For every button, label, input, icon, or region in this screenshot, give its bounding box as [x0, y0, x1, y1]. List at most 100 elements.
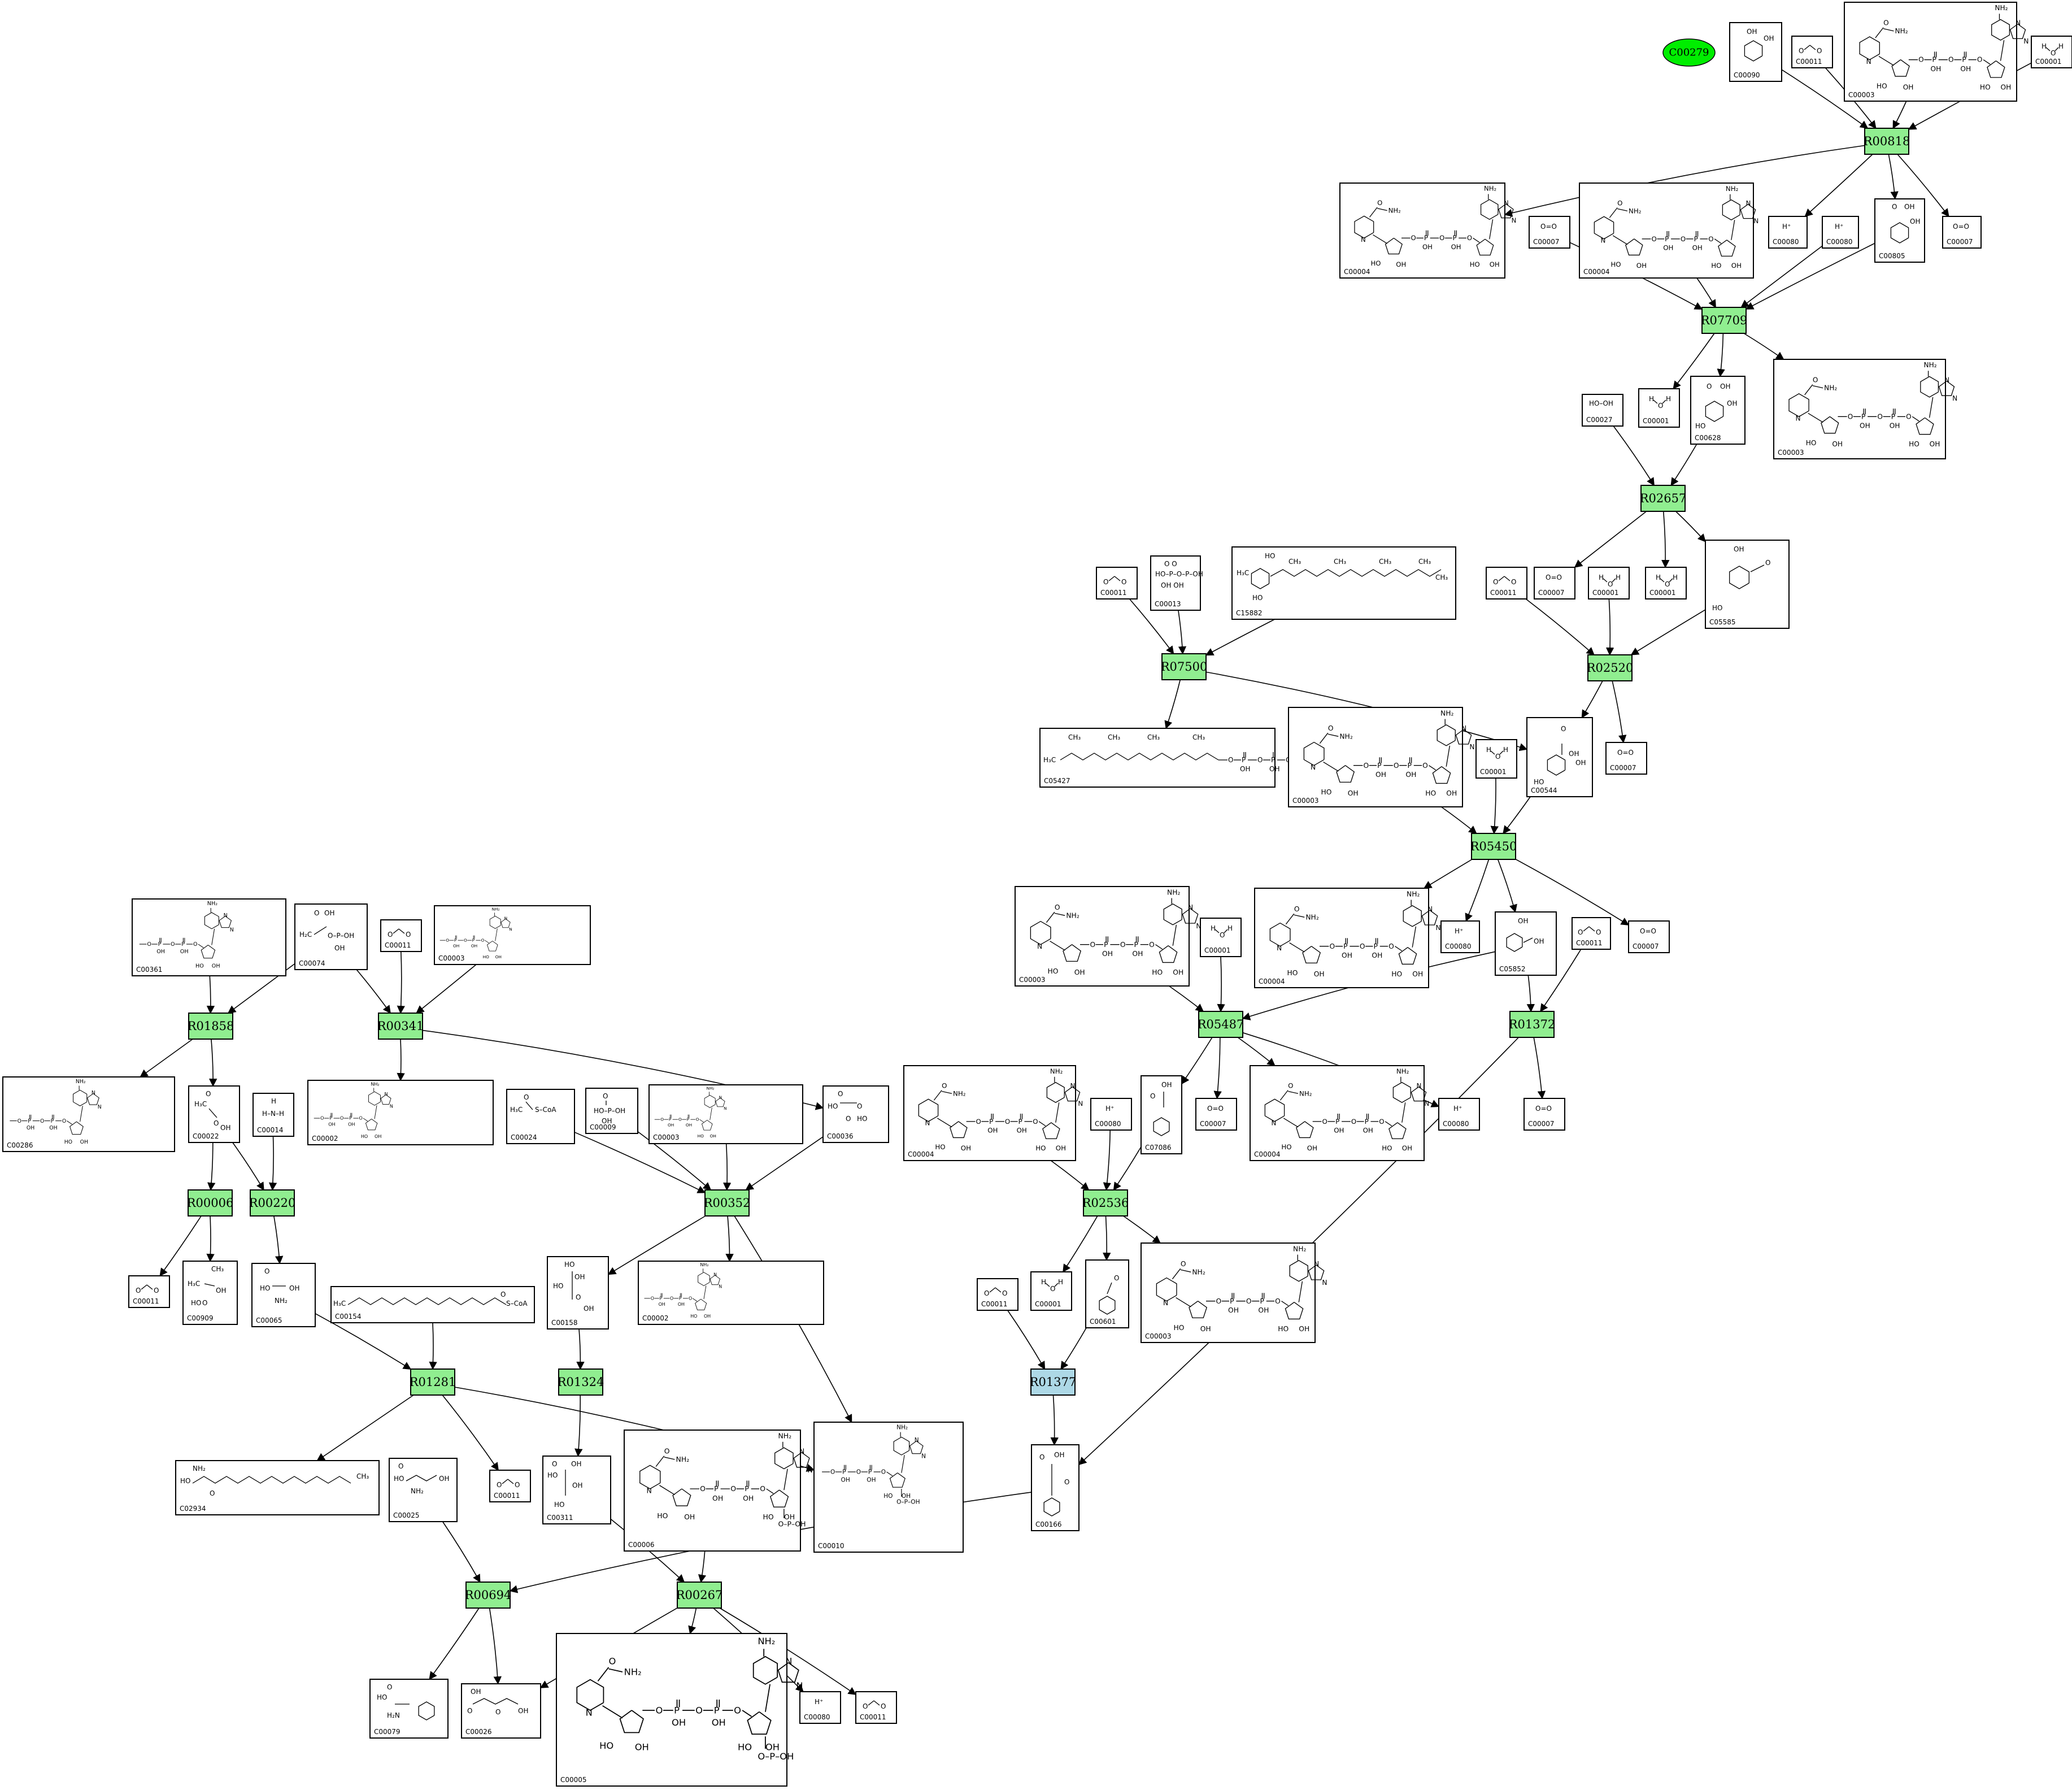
- svg-text:O: O: [446, 938, 449, 943]
- reaction-node-R00267[interactable]: R00267: [676, 1582, 723, 1609]
- compound-node-C00080[interactable]: H⁺C00080: [1440, 920, 1480, 953]
- reaction-node-R07709[interactable]: R07709: [1701, 307, 1748, 334]
- reaction-node-R01372[interactable]: R01372: [1509, 1011, 1556, 1038]
- reaction-node-R01281[interactable]: R01281: [410, 1368, 456, 1396]
- svg-text:N: N: [915, 1437, 919, 1444]
- compound-node-C00080[interactable]: H⁺C00080: [1822, 216, 1859, 249]
- reaction-label: R01281: [410, 1375, 456, 1389]
- compound-node-C00080[interactable]: H⁺C00080: [799, 1691, 841, 1724]
- compound-node-C00080[interactable]: H⁺C00080: [1438, 1098, 1480, 1131]
- reaction-node-R01377[interactable]: R01377: [1030, 1368, 1077, 1396]
- reaction-node-R02520[interactable]: R02520: [1587, 654, 1634, 681]
- reaction-node-R01858[interactable]: R01858: [188, 1013, 234, 1040]
- reaction-node-R00006[interactable]: R00006: [187, 1189, 234, 1216]
- reaction-node-R00352[interactable]: R00352: [704, 1189, 751, 1216]
- compound-node-C05427[interactable]: H₃CCH₃CH₃CH₃CH₃OPOHOPOHOC05427: [1039, 728, 1291, 788]
- reaction-node-R01324[interactable]: R01324: [558, 1368, 604, 1396]
- reaction-node-R02536[interactable]: R02536: [1082, 1189, 1129, 1216]
- reaction-node-R05487[interactable]: R05487: [1198, 1011, 1244, 1038]
- compound-node-C00080[interactable]: H⁺C00080: [1090, 1098, 1132, 1131]
- reaction-node-R05450[interactable]: R05450: [1470, 833, 1517, 860]
- reaction-node-R07500[interactable]: R07500: [1161, 653, 1208, 680]
- reaction-node-R00818[interactable]: R00818: [1864, 128, 1910, 155]
- reaction-node-R00341[interactable]: R00341: [377, 1013, 424, 1040]
- reaction-node-R02657[interactable]: R02657: [1640, 485, 1687, 512]
- reaction-node-R00694[interactable]: R00694: [465, 1582, 512, 1609]
- compound-node-C00080[interactable]: H⁺C00080: [1768, 216, 1808, 249]
- reaction-node-R00220[interactable]: R00220: [249, 1189, 296, 1216]
- start-compound-node[interactable]: C00279: [1662, 38, 1716, 67]
- svg-text:P: P: [1104, 941, 1108, 949]
